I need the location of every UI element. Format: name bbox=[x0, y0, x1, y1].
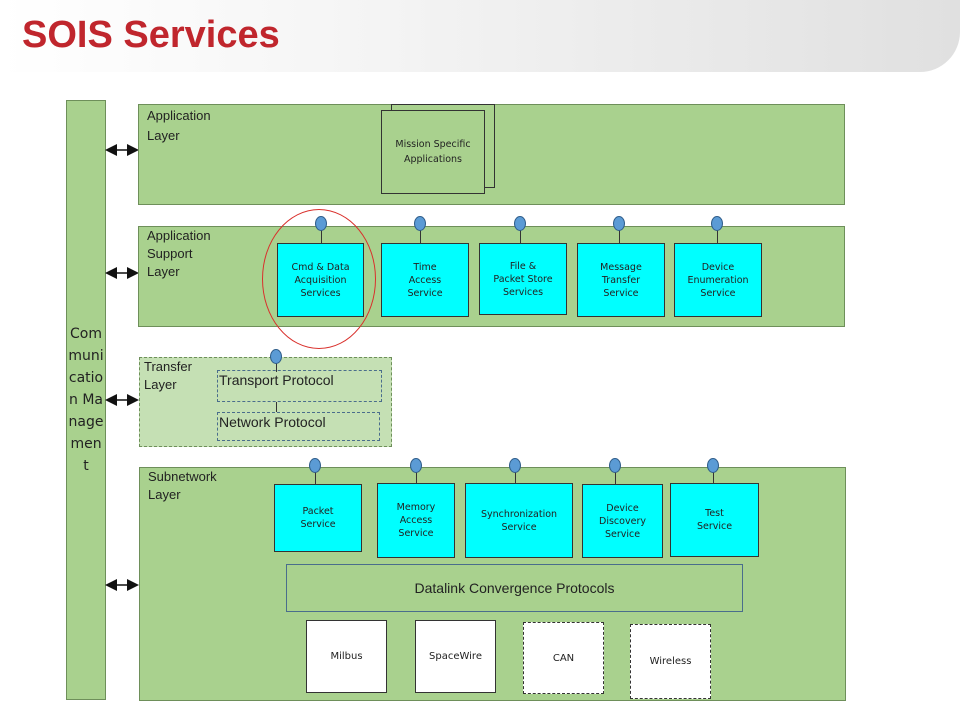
time-access-service: Time Access Service bbox=[381, 243, 469, 317]
connector-dot bbox=[613, 216, 625, 231]
communication-management-bar: Communication Management bbox=[66, 100, 106, 700]
transfer-layer-label: Transfer Layer bbox=[144, 359, 192, 392]
spacewire-box: SpaceWire bbox=[415, 620, 496, 693]
connector-dot bbox=[707, 458, 719, 473]
connector-dot bbox=[609, 458, 621, 473]
application-support-layer-label: Application Support Layer bbox=[147, 228, 211, 279]
connector-dot bbox=[309, 458, 321, 473]
device-enumeration-service: Device Enumeration Service bbox=[674, 243, 762, 317]
transfer-layer bbox=[139, 357, 392, 447]
can-box: CAN bbox=[523, 622, 604, 694]
file-packet-store-service: File & Packet Store Services bbox=[479, 243, 567, 315]
connector-dot bbox=[270, 349, 282, 364]
packet-service: Packet Service bbox=[274, 484, 362, 552]
network-protocol: Network Protocol bbox=[217, 412, 380, 441]
subnetwork-layer-label: Subnetwork Layer bbox=[148, 469, 217, 502]
milbus-box: Milbus bbox=[306, 620, 387, 693]
device-discovery-service: Device Discovery Service bbox=[582, 484, 663, 558]
communication-management-label: Communication Management bbox=[68, 326, 104, 474]
application-layer-label: Application Layer bbox=[147, 108, 211, 143]
synchronization-service: Synchronization Service bbox=[465, 483, 573, 558]
connector-dot bbox=[514, 216, 526, 231]
connector-dot bbox=[509, 458, 521, 473]
connector-dot bbox=[410, 458, 422, 473]
mission-specific-applications: Mission Specific Applications bbox=[381, 110, 485, 194]
connector-dot bbox=[711, 216, 723, 231]
wireless-box: Wireless bbox=[630, 624, 711, 699]
page-title: SOIS Services bbox=[22, 14, 280, 56]
header-bar bbox=[0, 0, 960, 72]
memory-access-service: Memory Access Service bbox=[377, 483, 455, 558]
connector-dot bbox=[414, 216, 426, 231]
transport-protocol: Transport Protocol bbox=[217, 370, 382, 402]
highlight-circle bbox=[262, 209, 376, 349]
test-service: Test Service bbox=[670, 483, 759, 557]
datalink-convergence-protocols: Datalink Convergence Protocols bbox=[286, 564, 743, 612]
message-transfer-service: Message Transfer Service bbox=[577, 243, 665, 317]
